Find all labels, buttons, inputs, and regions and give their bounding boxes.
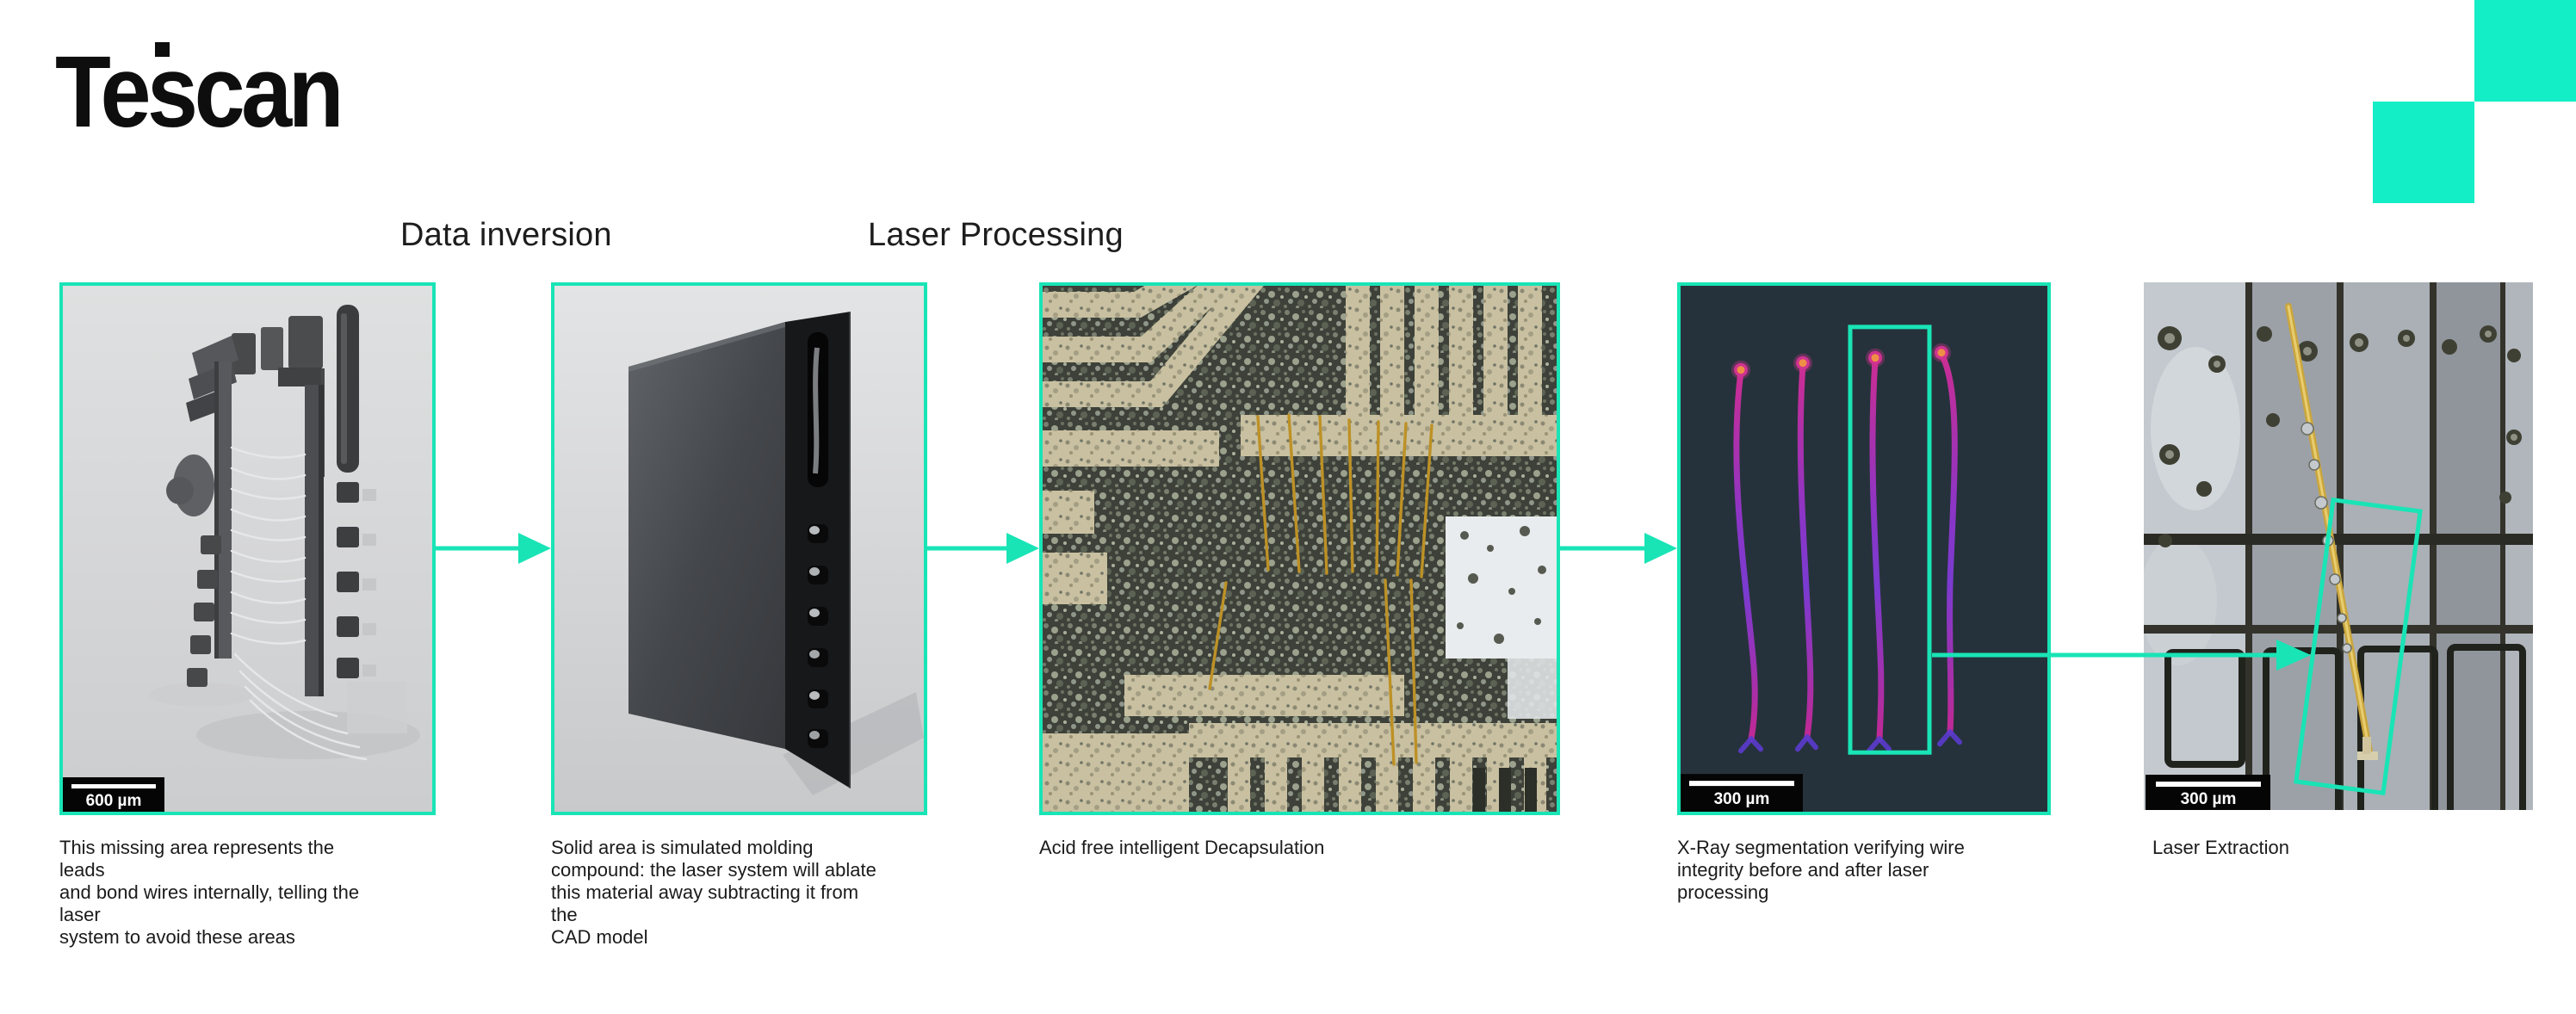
panel-decapsulation	[1039, 282, 1560, 815]
logo-accent-square	[155, 42, 170, 57]
panel-laser-extraction: 300 µm	[2144, 282, 2533, 810]
scale-bar: 300 µm	[1681, 774, 1803, 812]
step-caption: Solid area is simulated molding compound…	[551, 837, 876, 948]
detail-link-arrow-icon	[1932, 640, 2311, 671]
wire-ball-bonds	[1731, 343, 1951, 380]
gold-bond-wires	[1208, 413, 1434, 766]
panel-cad-model: 600 µm	[59, 282, 436, 815]
cad-model-illustration: 600 µm	[63, 286, 432, 812]
xray-wires	[1733, 351, 1958, 742]
highlight-rectangle	[1848, 325, 1932, 755]
decor-square-top-right	[2474, 0, 2576, 102]
bond-wires	[230, 446, 368, 761]
scale-bar: 300 µm	[2146, 775, 2270, 810]
flow-arrow-icon	[927, 533, 1039, 564]
molding-compound-illustration	[554, 286, 924, 812]
decor-square-offset	[2373, 102, 2474, 203]
slab-holes	[808, 524, 828, 748]
logo-text: Tescan	[55, 35, 344, 149]
step-caption: Laser Extraction	[2152, 837, 2289, 858]
surface-blobs	[2158, 325, 2522, 547]
scale-bar-label: 300 µm	[2181, 790, 2237, 808]
panel-molding-compound	[551, 282, 927, 815]
step-caption: X-Ray segmentation verifying wire integr…	[1677, 837, 1965, 903]
step-caption: This missing area represents the leads a…	[59, 837, 360, 948]
flow-arrow-icon	[436, 533, 551, 564]
xray-segmentation-view: 300 µm	[1681, 286, 2047, 812]
scale-bar-label: 600 µm	[86, 792, 142, 810]
scale-bar: 600 µm	[63, 777, 164, 812]
tescan-logo: Tescan	[55, 33, 468, 153]
laser-extraction-micrograph: 300 µm	[2144, 282, 2533, 810]
step-caption: Acid free intelligent Decapsulation	[1039, 837, 1325, 858]
flow-arrow-icon	[1560, 533, 1677, 564]
panel-xray-segmentation: 300 µm	[1677, 282, 2051, 815]
scale-bar-label: 300 µm	[1714, 790, 1770, 808]
decapsulation-micrograph	[1043, 286, 1557, 812]
heading-data-inversion: Data inversion	[400, 217, 612, 253]
heading-laser-processing: Laser Processing	[868, 217, 1124, 253]
highlight-rectangle	[2294, 497, 2423, 796]
